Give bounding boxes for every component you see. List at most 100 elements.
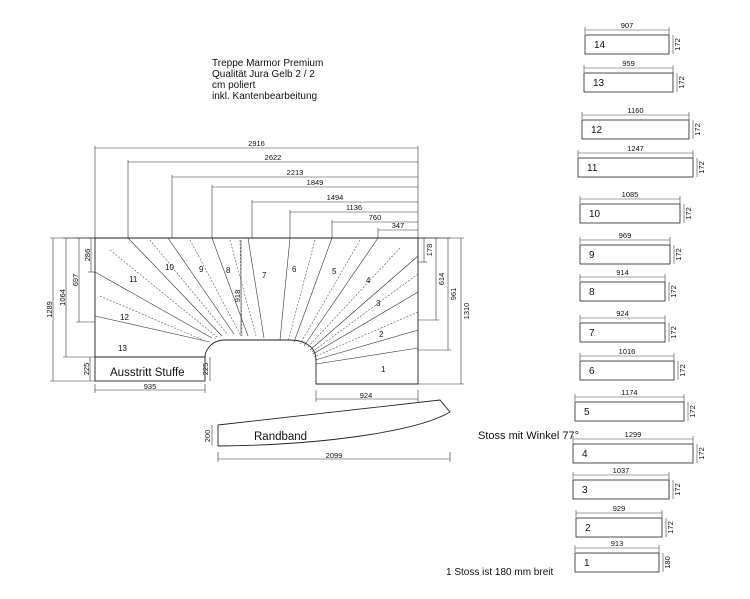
- top-dimension-2: 2622: [265, 153, 282, 162]
- tread-number: 12: [591, 125, 603, 136]
- note-edges: inkl. Kantenbearbeitung: [212, 91, 318, 102]
- landing-outline: [94, 356, 206, 382]
- tread-length: 914: [616, 268, 629, 277]
- note-quality: Qualität Jura Gelb 2 / 2: [212, 69, 315, 80]
- tread-depth: 172: [693, 123, 702, 136]
- tread-length: 1085: [622, 190, 639, 199]
- tread-rect: [574, 401, 685, 422]
- landing-height-right: 225: [201, 363, 210, 376]
- tread-depth: 172: [697, 447, 706, 460]
- tread-3: 1037 3 172: [572, 466, 682, 500]
- step-number-7: 7: [262, 271, 267, 280]
- step-number-5: 5: [332, 267, 337, 276]
- tread-14: 907 14 172: [584, 21, 682, 55]
- tread-number: 1: [584, 558, 590, 569]
- tread-number: 8: [589, 287, 595, 298]
- inner-dimension: 918: [233, 290, 242, 303]
- tread-depth: 172: [697, 161, 706, 174]
- randband-length: 2099: [326, 451, 343, 460]
- tread-length: 1174: [621, 388, 637, 397]
- top-dimension-6: 1136: [346, 203, 362, 212]
- bottom-step-width: 924: [360, 391, 373, 400]
- step-number-1: 1: [381, 365, 386, 374]
- tread-length: 907: [621, 21, 634, 30]
- landing-width-dimension: 935: [144, 382, 157, 391]
- tread-depth: 172: [674, 248, 683, 261]
- randband-label: Randband: [254, 431, 307, 443]
- top-dimension-5: 1494: [327, 193, 344, 202]
- tread-depth: 172: [669, 285, 678, 298]
- tread-number: 13: [593, 78, 605, 89]
- tread-depth: 172: [673, 38, 682, 51]
- step-number-3: 3: [376, 299, 381, 308]
- top-dimension-1: 2916: [248, 139, 265, 148]
- tread-depth: 172: [669, 326, 678, 339]
- right-dimension-4: 1310: [462, 303, 471, 320]
- tread-number: 7: [589, 328, 595, 339]
- tread-lines: [94, 237, 419, 365]
- step-number-11: 11: [129, 275, 138, 284]
- tread-number: 9: [589, 250, 595, 261]
- tread-7: 924 7 172: [579, 309, 678, 343]
- randband-height: 200: [203, 430, 212, 443]
- tread-depth: 172: [673, 483, 682, 496]
- left-dimension-2: 1064: [58, 289, 67, 306]
- step-number-4: 4: [366, 276, 371, 285]
- top-dimension-4: 1849: [307, 178, 324, 187]
- top-dimension-3: 2213: [287, 168, 304, 177]
- landing-height-left: 225: [82, 363, 91, 376]
- tread-11: 1247 11 172: [577, 144, 706, 178]
- right-dimension-3: 961: [449, 288, 458, 301]
- tread-9: 969 9 172: [579, 231, 683, 265]
- tread-4: 1299 4 172: [572, 430, 706, 464]
- tread-13: 959 13 172: [583, 59, 686, 93]
- step-number-6: 6: [292, 265, 297, 274]
- tread-length: 959: [622, 59, 635, 68]
- note-title: Treppe Marmor Premium: [212, 58, 324, 69]
- tread-length: 1299: [625, 430, 642, 439]
- tread-depth: 172: [677, 76, 686, 89]
- tread-number: 4: [582, 449, 588, 460]
- joint-note: Stoss mit Winkel 77°: [478, 430, 579, 442]
- tread-length: 1037: [613, 466, 630, 475]
- right-dimension-2: 614: [437, 273, 446, 286]
- tread-1: 913 1 180: [574, 539, 672, 573]
- step-numbers: 1 2 3 4 5 6 7 8 9 10 11 12 13: [118, 263, 386, 374]
- tread-depth: 180: [663, 556, 672, 569]
- stoss-note: 1 Stoss ist 180 mm breit: [446, 567, 553, 578]
- left-dimension-3: 697: [71, 274, 80, 287]
- tread-length: 1247: [627, 144, 644, 153]
- tread-number: 14: [594, 40, 606, 51]
- tread-number: 3: [582, 485, 588, 496]
- tread-number: 2: [585, 523, 591, 534]
- tread-length: 969: [619, 231, 632, 240]
- tread-length: 924: [616, 309, 629, 318]
- step-number-12: 12: [120, 313, 129, 322]
- tread-depth: 172: [678, 364, 687, 377]
- left-dimension-4: 286: [83, 249, 92, 262]
- tread-number: 11: [587, 163, 598, 174]
- tread-length: 913: [611, 539, 624, 548]
- randband: Randband 200 2099: [203, 399, 451, 462]
- tread-rect: [572, 443, 694, 464]
- step-number-13: 13: [118, 344, 127, 353]
- tread-number: 10: [589, 209, 601, 220]
- top-dimension-7: 760: [369, 213, 382, 222]
- step-number-10: 10: [165, 263, 174, 272]
- tread-8: 914 8 172: [579, 268, 678, 302]
- tread-number: 5: [584, 407, 590, 418]
- right-dimension-1: 178: [425, 244, 434, 257]
- note-finish: cm poliert: [212, 80, 256, 91]
- step-number-9: 9: [199, 265, 204, 274]
- tread-length: 929: [613, 504, 626, 513]
- tread-number: 6: [589, 366, 595, 377]
- tread-length: 1016: [619, 347, 636, 356]
